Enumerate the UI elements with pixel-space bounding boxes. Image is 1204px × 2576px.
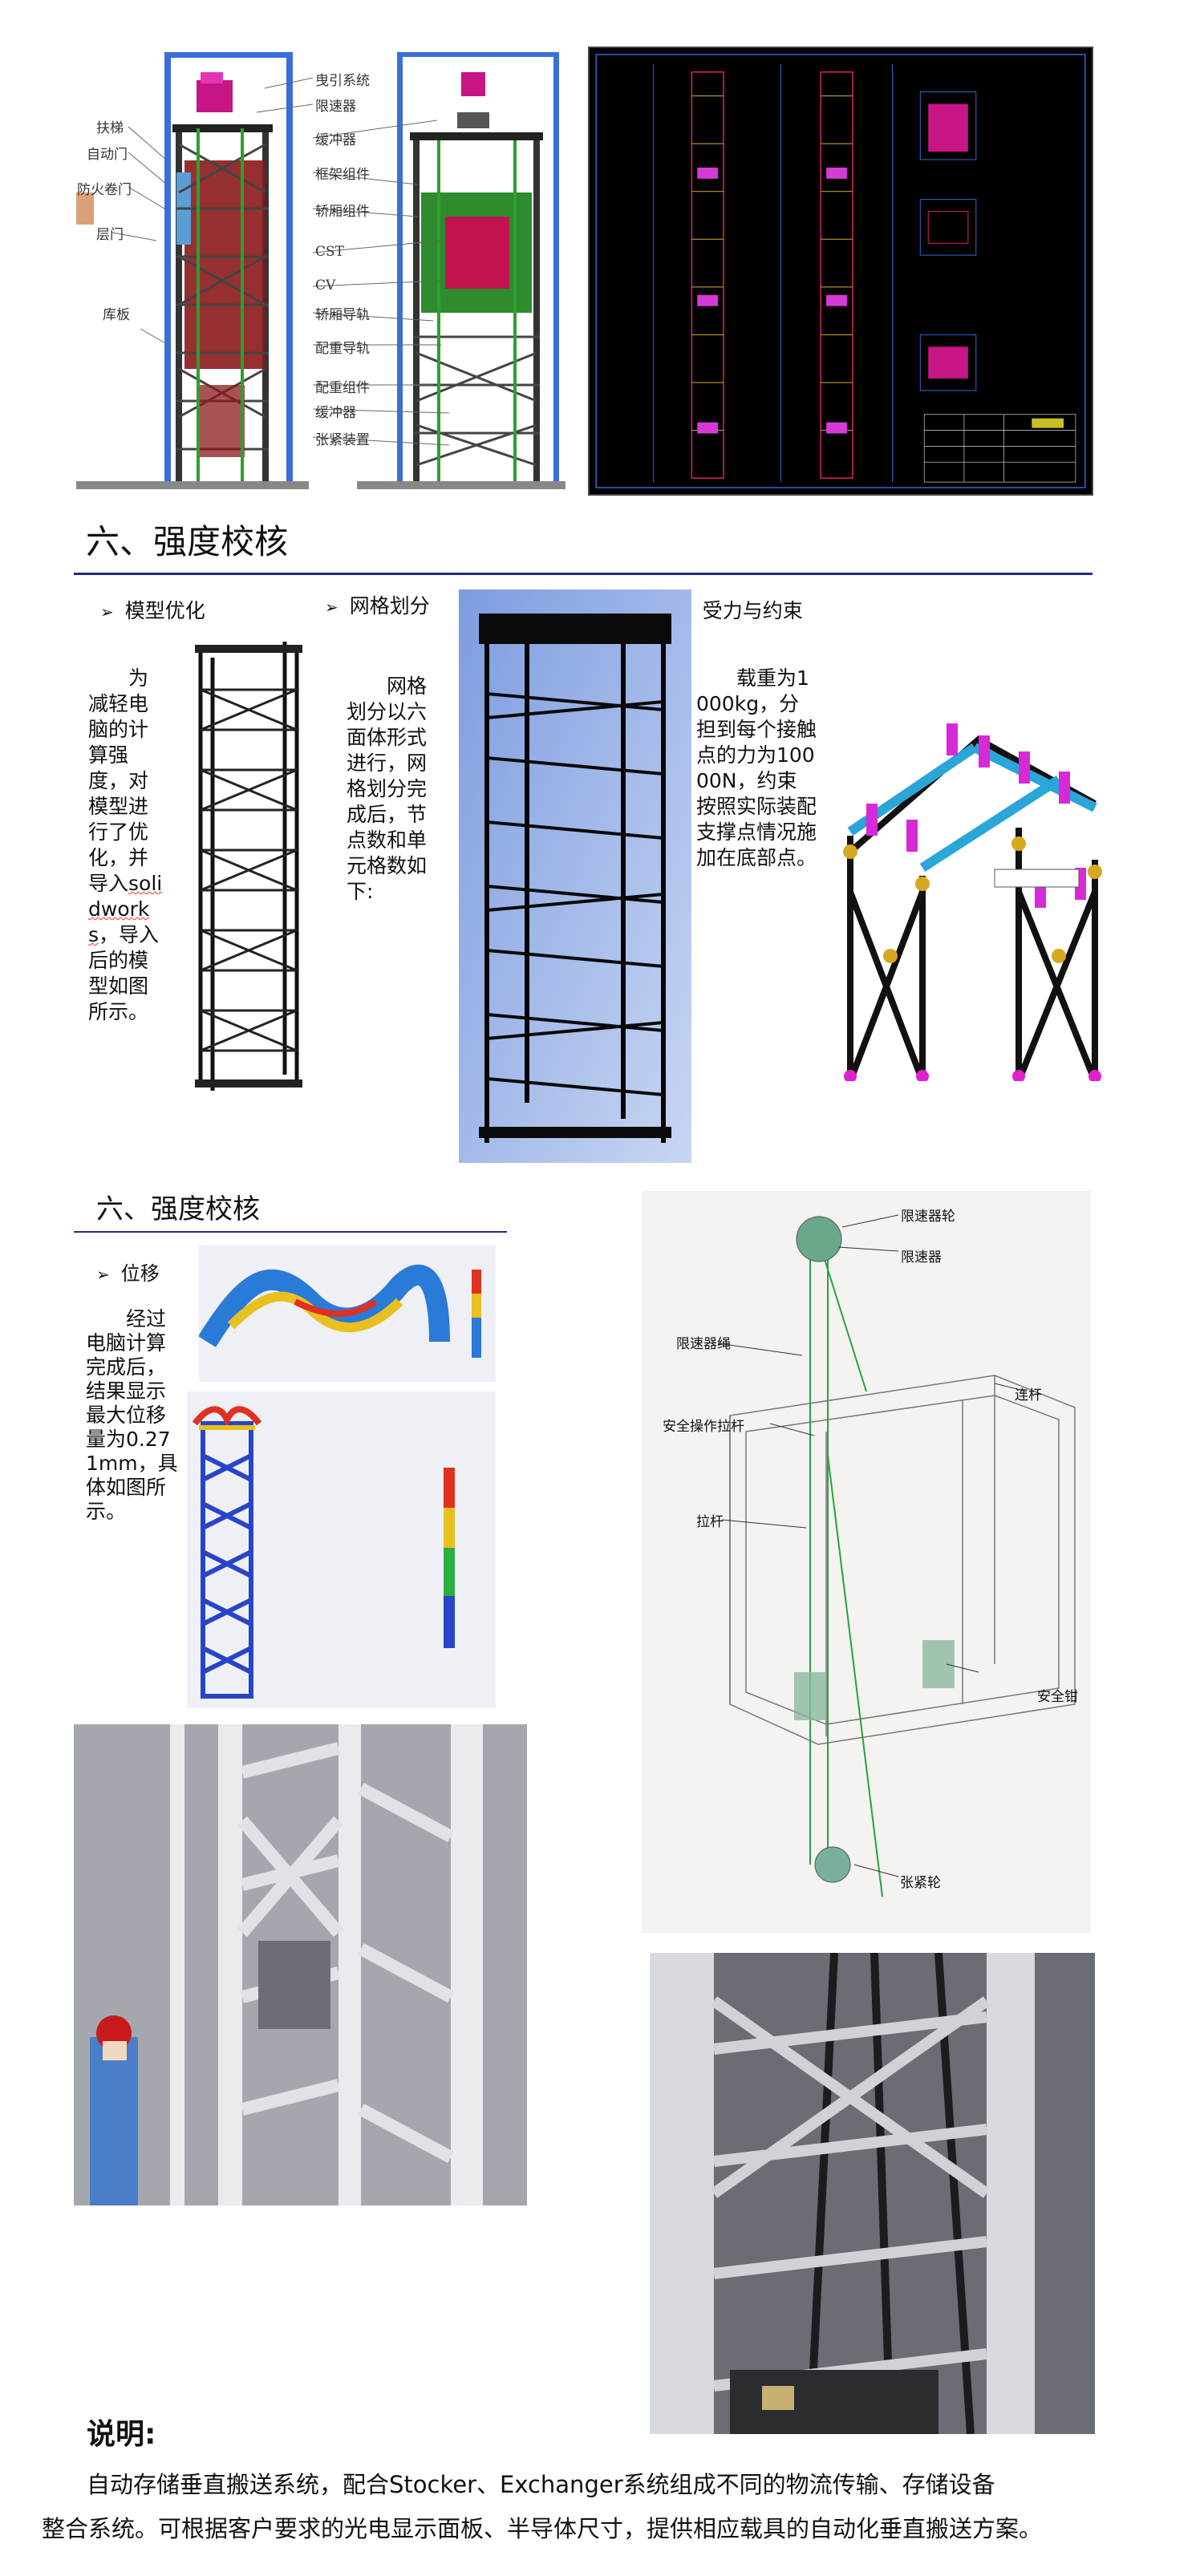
installation-photo-right bbox=[650, 1953, 1095, 2434]
annotation-traction-system: 曳引系统 bbox=[315, 73, 370, 89]
annotation-speed-governor: 限速器 bbox=[315, 99, 356, 115]
arrow-bullet-icon: ➢ bbox=[325, 597, 338, 617]
note-line-1: 自动存储垂直搬送系统，配合Stocker、Exchanger系统组成不同的物流传… bbox=[87, 2471, 995, 2498]
annotation-buffer-top: 缓冲器 bbox=[315, 132, 356, 148]
bullet-label: 受力与约束 bbox=[702, 599, 803, 622]
note-title: 说明: bbox=[87, 2418, 156, 2451]
section-title-displacement: 六、强度校核 bbox=[96, 1193, 260, 1225]
annotation-cst: CST bbox=[315, 244, 344, 260]
annotation-counterweight-assembly: 配重组件 bbox=[315, 380, 370, 396]
governor-label-sheave: 限速器轮 bbox=[901, 1209, 955, 1225]
mesh-text: 网格划分以六面体形式进行，网格划分完成后，节点数和单元格数如下: bbox=[347, 674, 428, 903]
bullet-label: 网格划分 bbox=[349, 594, 430, 618]
annotation-car-assembly: 轿厢组件 bbox=[315, 204, 370, 220]
governor-label-link-rod: 连杆 bbox=[1015, 1387, 1042, 1403]
displacement-text: 经过电脑计算完成后，结果显示最大位移量为0.271mm，具体如图所示。 bbox=[86, 1307, 178, 1523]
annotation-storage-board: 库板 bbox=[103, 307, 130, 323]
annotation-counterweight-rail: 配重导轨 bbox=[315, 341, 370, 357]
governor-label-pull-rod: 拉杆 bbox=[696, 1514, 724, 1530]
load-constraint-text: 载重为1000kg，分担到每个接触点的力为10000N，约束按照实际装配支撑点情… bbox=[696, 666, 817, 869]
bullet-loads-constraints: ➢受力与约束 bbox=[678, 595, 803, 624]
annotation-tension-device: 张紧装置 bbox=[315, 432, 370, 448]
arrow-bullet-icon: ➢ bbox=[96, 1265, 110, 1284]
annotation-buffer-bottom: 缓冲器 bbox=[315, 405, 356, 421]
annotation-escalator: 扶梯 bbox=[96, 120, 124, 136]
annotation-fire-shutter: 防火卷门 bbox=[77, 182, 132, 198]
load-constraint-model-image bbox=[834, 691, 1115, 1081]
displacement-top-result-image bbox=[199, 1245, 496, 1382]
installation-photo-left bbox=[74, 1724, 527, 2205]
governor-label-tension-wheel: 张紧轮 bbox=[900, 1875, 941, 1891]
governor-label-rope: 限速器绳 bbox=[676, 1336, 731, 1352]
annotation-cv: CV bbox=[315, 277, 336, 294]
section-divider bbox=[74, 573, 1093, 575]
solidworks-word: solidworks bbox=[88, 872, 163, 946]
arrow-bullet-icon: ➢ bbox=[100, 602, 114, 622]
annotation-landing-door: 层门 bbox=[96, 227, 124, 243]
optimized-frame-model-image bbox=[180, 634, 317, 1099]
governor-label-safety-gear: 安全钳 bbox=[1037, 1689, 1078, 1705]
cad-drawing-image bbox=[588, 47, 1093, 496]
bullet-label: 模型优化 bbox=[124, 599, 205, 622]
section-divider-2 bbox=[74, 1231, 507, 1233]
displacement-full-result-image bbox=[187, 1391, 496, 1708]
governor-label-governor: 限速器 bbox=[901, 1250, 942, 1266]
speed-governor-diagram-image bbox=[642, 1191, 1091, 1933]
bullet-mesh: ➢ 网格划分 bbox=[325, 590, 430, 619]
mesh-model-image bbox=[459, 589, 691, 1163]
note-line-2: 整合系统。可根据客户要求的光电显示面板、半导体尺寸，提供相应载具的自动化垂直搬送… bbox=[42, 2515, 1043, 2542]
bullet-model-optimization: ➢ 模型优化 bbox=[100, 595, 205, 624]
section-title: 六、强度校核 bbox=[86, 522, 289, 561]
model-optimization-text: 为减轻电脑的计算强度，对模型进行了优化，并导入solidworks，导入后的模型… bbox=[88, 666, 163, 1023]
annotation-frame-assembly: 框架组件 bbox=[315, 167, 370, 183]
governor-label-safety-lever: 安全操作拉杆 bbox=[663, 1419, 744, 1435]
elevator-front-view-diagram bbox=[357, 48, 566, 497]
elevator-side-view-diagram bbox=[76, 48, 309, 497]
annotation-car-rail: 轿厢导轨 bbox=[315, 307, 370, 323]
bullet-label: 位移 bbox=[120, 1262, 160, 1285]
bullet-displacement: ➢ 位移 bbox=[96, 1258, 160, 1286]
annotation-auto-door: 自动门 bbox=[87, 147, 128, 163]
